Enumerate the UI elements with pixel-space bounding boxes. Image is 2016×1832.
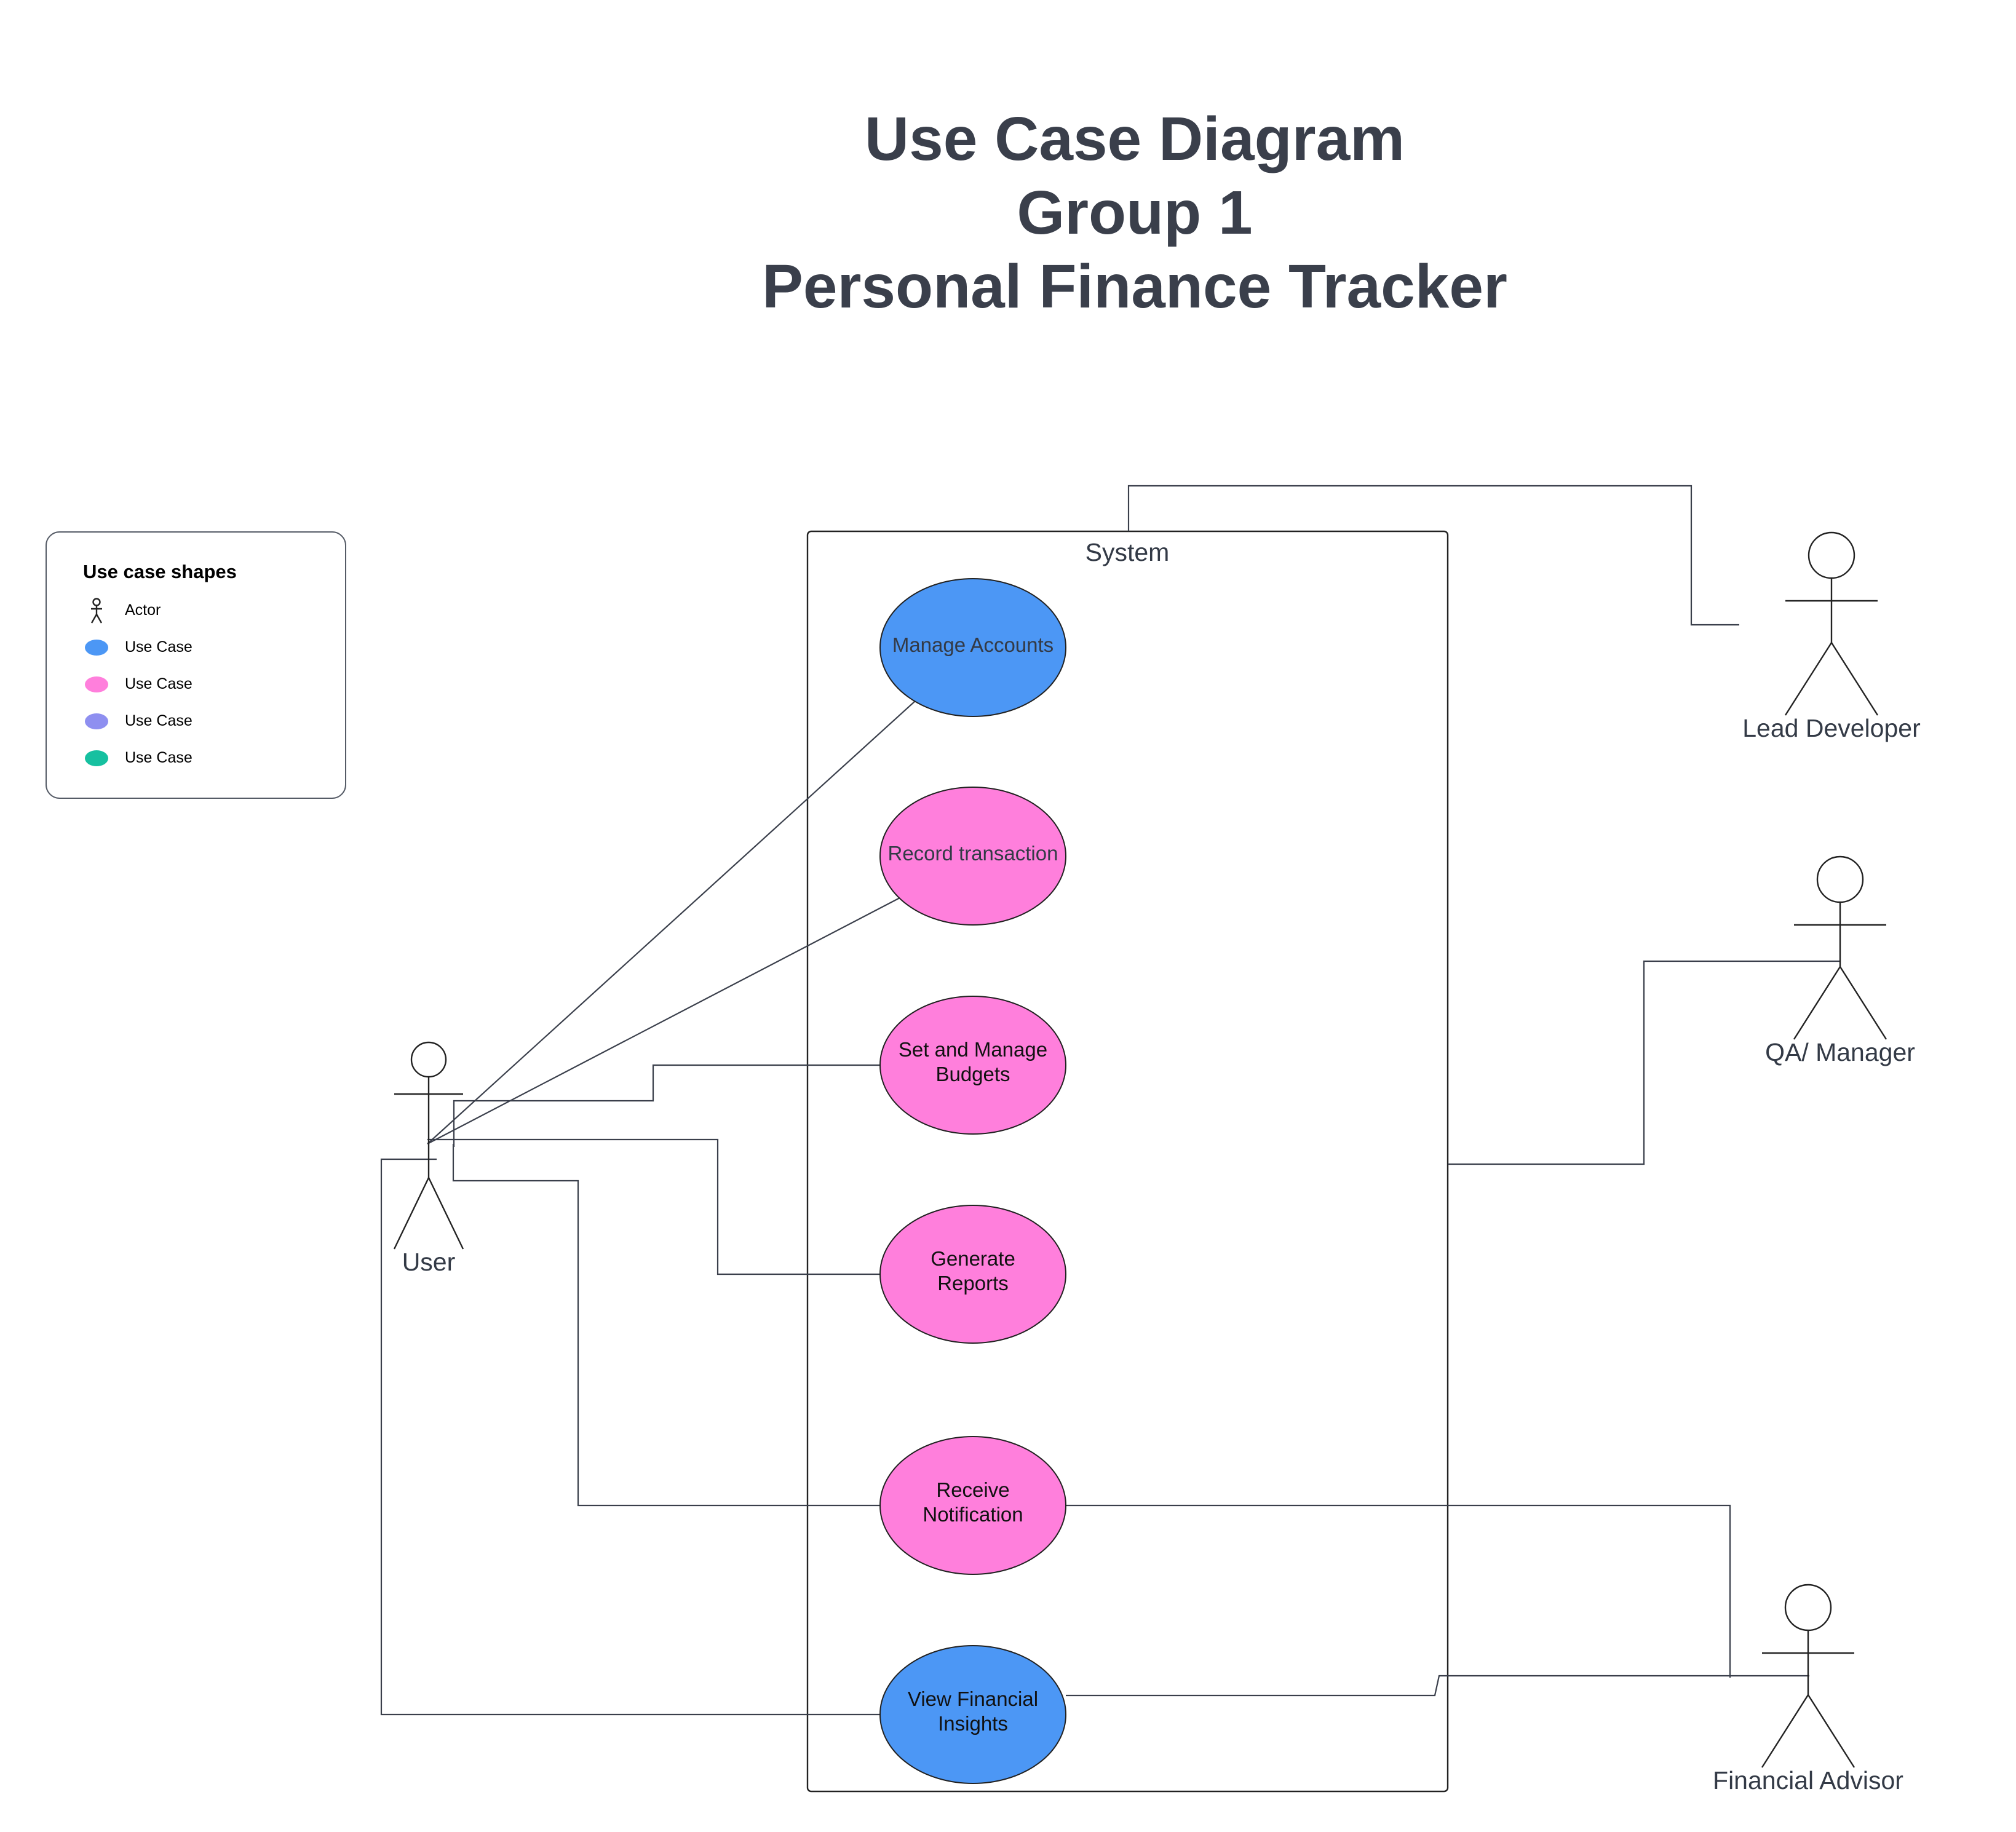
assoc-user-notification [452, 1144, 879, 1507]
legend-label-use-case-2: Use Case [125, 675, 192, 692]
actor-user[interactable]: User [393, 1041, 464, 1276]
use-case-view-financial-insights-label-2: Insights [938, 1712, 1008, 1735]
use-case-receive-notification-label-1: Receive [936, 1478, 1009, 1501]
actor-financial-advisor-icon [1761, 1584, 1855, 1768]
legend-title: Use case shapes [83, 561, 237, 582]
actor-lead-developer-label: Lead Developer [1742, 714, 1920, 742]
actor-user-label: User [402, 1248, 456, 1276]
assoc-user-manage-accounts [427, 700, 916, 1144]
legend-use-case-pink-icon [85, 676, 108, 692]
use-case-generate-reports[interactable]: Generate Reports [879, 1205, 1066, 1344]
actor-user-icon [393, 1041, 464, 1250]
use-case-set-manage-budgets-label-2: Budgets [935, 1063, 1010, 1085]
assoc-system-qa-manager [1448, 960, 1840, 1165]
assoc-user-reports [427, 1138, 879, 1275]
legend-label-use-case-4: Use Case [125, 749, 192, 766]
use-case-receive-notification[interactable]: Receive Notification [879, 1436, 1066, 1575]
actor-lead-developer-icon [1784, 531, 1879, 716]
use-case-generate-reports-label-2: Reports [937, 1272, 1009, 1295]
actor-qa-manager-icon [1793, 855, 1887, 1040]
use-case-set-manage-budgets-label-1: Set and Manage [899, 1038, 1047, 1061]
legend-box [46, 531, 346, 799]
system-boundary [806, 530, 1449, 1793]
actor-qa-manager[interactable]: QA/ Manager [1765, 855, 1915, 1066]
legend-label-use-case-1: Use Case [125, 638, 192, 656]
use-case-generate-reports-shape[interactable] [879, 1205, 1066, 1344]
use-case-view-financial-insights-shape[interactable] [879, 1645, 1066, 1784]
actor-qa-manager-label: QA/ Manager [1765, 1038, 1915, 1066]
use-case-set-manage-budgets[interactable]: Set and Manage Budgets [879, 996, 1066, 1135]
use-case-view-financial-insights[interactable]: View Financial Insights [879, 1645, 1066, 1784]
use-case-record-transaction-shape[interactable] [879, 787, 1066, 926]
use-case-view-financial-insights-label-1: View Financial [908, 1687, 1038, 1710]
legend-panel: Use case shapes Actor Use Case Use Case … [46, 531, 346, 799]
assoc-user-insights [380, 1158, 879, 1716]
title-line-3: Personal Finance Tracker [762, 252, 1507, 321]
legend-actor-icon [90, 598, 103, 624]
title-line-1: Use Case Diagram [865, 105, 1405, 173]
use-case-manage-accounts-label: Manage Accounts [892, 633, 1054, 656]
system-label: System [1085, 538, 1170, 566]
legend-use-case-teal-icon [85, 750, 108, 766]
actor-financial-advisor-label: Financial Advisor [1713, 1766, 1903, 1794]
assoc-notification-advisor [1066, 1504, 1731, 1678]
title-line-2: Group 1 [1017, 178, 1252, 247]
use-case-manage-accounts-shape[interactable] [879, 578, 1066, 717]
legend-use-case-purple-icon [85, 713, 108, 729]
legend-label-use-case-3: Use Case [125, 712, 192, 729]
use-case-set-manage-budgets-shape[interactable] [879, 996, 1066, 1135]
use-case-receive-notification-shape[interactable] [879, 1436, 1066, 1575]
use-case-receive-notification-label-2: Notification [923, 1503, 1023, 1526]
use-case-manage-accounts[interactable]: Manage Accounts [879, 578, 1066, 717]
use-case-generate-reports-label-1: Generate [931, 1247, 1015, 1270]
legend-label-actor: Actor [125, 601, 161, 619]
assoc-user-budgets [453, 1064, 879, 1147]
actor-financial-advisor[interactable]: Financial Advisor [1713, 1584, 1903, 1794]
assoc-user-record-transaction [427, 897, 900, 1144]
actor-lead-developer[interactable]: Lead Developer [1742, 531, 1921, 742]
assoc-insights-advisor [1066, 1675, 1809, 1697]
use-case-record-transaction[interactable]: Record transaction [879, 787, 1066, 926]
use-case-record-transaction-label: Record transaction [888, 842, 1058, 865]
legend-use-case-blue-icon [85, 640, 108, 656]
assoc-system-lead-developer [1127, 485, 1739, 626]
associations [380, 485, 1840, 1716]
